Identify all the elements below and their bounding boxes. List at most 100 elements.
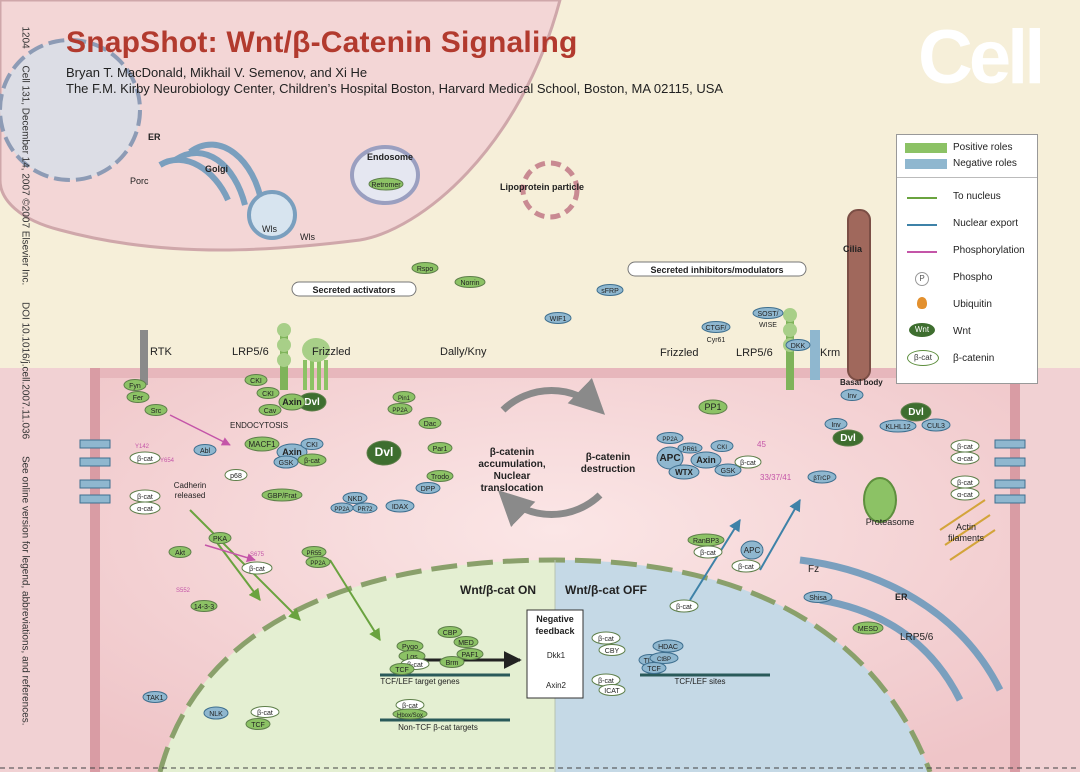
sidebar-citation: 1204 Cell 131, December 14, 2007 ©2007 E… bbox=[20, 27, 31, 757]
beta-cat-2-protein: β-cat bbox=[129, 489, 161, 503]
accum4-label: translocation bbox=[481, 483, 544, 494]
page-title: SnapShot: Wnt/β-Catenin Signaling bbox=[66, 26, 578, 59]
wls1-label: Wls bbox=[262, 224, 277, 234]
authors: Bryan T. MacDonald, Mikhail V. Semenov, … bbox=[66, 65, 368, 80]
ranbp3-protein: RanBP3 bbox=[687, 533, 725, 547]
norrin-text: Norrin bbox=[460, 280, 479, 287]
legend-ubiquitin: Ubiquitin bbox=[953, 299, 992, 310]
hdac-text: HDAC bbox=[658, 644, 678, 651]
endosome bbox=[350, 145, 420, 205]
dac-protein: Dac bbox=[418, 417, 442, 429]
dkk-text: DKK bbox=[791, 343, 806, 350]
neighbor-cell-right bbox=[1020, 368, 1080, 772]
y142-label: Y142 bbox=[135, 444, 150, 450]
beta-cat-10-text: β-cat bbox=[738, 564, 754, 571]
accum3-label: Nuclear bbox=[494, 471, 531, 482]
nucleus-off bbox=[555, 560, 930, 772]
beta-cat-3-text: β-cat bbox=[249, 566, 265, 573]
secreting-cell bbox=[0, 0, 562, 252]
brm-protein: Brm bbox=[439, 656, 465, 668]
apc2-text: APC bbox=[744, 546, 761, 555]
secreted-inhibitors-box bbox=[627, 261, 807, 277]
sfrp-protein: sFRP bbox=[596, 284, 624, 296]
inv-text: Inv bbox=[847, 393, 857, 400]
shisa-protein: Shisa bbox=[803, 591, 833, 603]
legend-divider bbox=[897, 177, 1037, 178]
endocytosis-label: ENDOCYTOSIS bbox=[230, 421, 288, 430]
ranbp3-text: RanBP3 bbox=[693, 538, 719, 545]
acat-3-text: α-cat bbox=[957, 492, 973, 499]
acat-protein: α-cat bbox=[129, 501, 161, 515]
dvl-right-text: Dvl bbox=[908, 407, 924, 418]
legend-negative: Negative roles bbox=[953, 158, 1017, 169]
src-protein: Src bbox=[144, 404, 168, 416]
er-right bbox=[799, 556, 1004, 702]
n33-label: 33/37/41 bbox=[760, 473, 792, 482]
legend-export: Nuclear export bbox=[953, 218, 1019, 229]
sost-text: SOST/ bbox=[757, 311, 778, 318]
cadherin-junctions bbox=[79, 439, 1026, 504]
idax-text: IDAX bbox=[392, 504, 409, 511]
pp2a3-text: PP2A bbox=[334, 507, 349, 513]
beta-cat-5-text: β-cat bbox=[304, 458, 320, 465]
pin1-text: Pin1 bbox=[398, 396, 411, 402]
par1-protein: Par1 bbox=[427, 442, 453, 454]
tmod-protein: Trodo bbox=[426, 470, 454, 482]
beta-cat-8-protein: β-cat bbox=[950, 475, 980, 489]
off-label: Wnt/β-cat OFF bbox=[565, 583, 647, 597]
beta-cat-14-text: β-cat bbox=[598, 678, 614, 685]
page-number: 1204 bbox=[19, 26, 31, 49]
legend: Positive roles Negative roles To nucleus… bbox=[896, 134, 1038, 384]
export-arrow-1 bbox=[689, 518, 741, 601]
hbox-protein: Hbox/Sox bbox=[392, 708, 428, 720]
axin-3-protein: Axin bbox=[690, 451, 722, 469]
legend-beta-catenin: β-catenin bbox=[953, 353, 995, 364]
pp2a2-text: PP2A bbox=[392, 408, 407, 414]
axin-3-text: Axin bbox=[696, 455, 716, 465]
hbox-text: Hbox/Sox bbox=[397, 713, 423, 719]
lateral-membrane-right bbox=[1010, 368, 1020, 772]
beta-cat-9-text: β-cat bbox=[700, 550, 716, 557]
fyn-text: Fyn bbox=[129, 383, 141, 390]
lrp56_er-label: LRP5/6 bbox=[900, 632, 934, 643]
beta-cat-2-text: β-cat bbox=[137, 494, 153, 501]
pp2a4-text: PP2A bbox=[662, 437, 677, 443]
export-arrow-icon bbox=[907, 224, 937, 226]
brm-text: Brm bbox=[446, 660, 459, 667]
neighbor-cell-left bbox=[0, 368, 92, 772]
accum2-label: accumulation, bbox=[478, 459, 545, 470]
shisa-text: Shisa bbox=[809, 595, 827, 602]
med-text: MED bbox=[458, 640, 474, 647]
mesd-text: MESD bbox=[858, 626, 878, 633]
acat-3-protein: α-cat bbox=[950, 487, 980, 501]
legend-wnt: Wnt bbox=[953, 326, 971, 337]
dac-text: Dac bbox=[424, 421, 437, 428]
beta-cat-12-text: β-cat bbox=[407, 662, 423, 669]
lrp56-label: LRP5/6 bbox=[232, 346, 269, 358]
icat-text: ICAT bbox=[604, 688, 620, 695]
proteasome-label: Proteasome bbox=[866, 517, 915, 527]
sost2-label: WISE bbox=[759, 322, 777, 329]
nlk-protein: NLK bbox=[203, 706, 229, 720]
s675-label: S675 bbox=[250, 552, 265, 558]
negfb2-label: feedback bbox=[535, 626, 575, 636]
akt-protein: Akt bbox=[168, 546, 192, 558]
wnt-icon: Wnt bbox=[909, 323, 935, 337]
legend-positive: Positive roles bbox=[953, 142, 1013, 153]
beta-cat-7-text: β-cat bbox=[957, 444, 973, 451]
ck1-2-protein: CKI bbox=[256, 387, 280, 399]
tcf3-text: TCF bbox=[647, 666, 661, 673]
tcf-text: TCF bbox=[251, 722, 265, 729]
pp2a4-protein: PP2A bbox=[656, 432, 684, 444]
nlk-text: NLK bbox=[209, 711, 223, 718]
pka-text: PKA bbox=[213, 536, 227, 543]
phos-arrow-1 bbox=[169, 414, 231, 446]
frizzled2-label: Frizzled bbox=[660, 347, 699, 359]
cbp-text: CBP bbox=[443, 630, 458, 637]
lateral-membrane-left bbox=[90, 368, 100, 772]
phospho-icon: P bbox=[915, 272, 929, 286]
pygo-protein: Pygo bbox=[396, 640, 424, 652]
paf1-text: PAF1 bbox=[462, 652, 479, 659]
golgi-vesicle bbox=[247, 190, 297, 240]
